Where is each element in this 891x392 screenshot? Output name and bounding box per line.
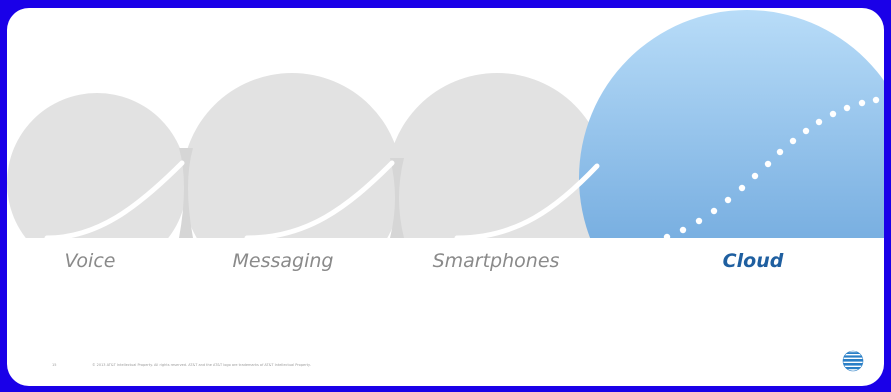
messaging-circle <box>182 73 402 238</box>
stage-label-messaging: Messaging <box>232 250 334 272</box>
voice-swoosh <box>44 160 185 238</box>
page-number: 15 <box>52 363 57 367</box>
smartphones-circle <box>387 73 607 238</box>
evolution-graphic <box>7 10 884 238</box>
att-globe-icon <box>842 350 864 372</box>
stage-label-smartphones: Smartphones <box>432 250 560 272</box>
smartphones-swoosh <box>454 163 600 238</box>
overlap-shade <box>390 158 404 238</box>
overlap-shade <box>179 148 193 238</box>
copyright-notice: © 2013 AT&T Intellectual Property. All r… <box>92 363 311 367</box>
cloud-circle <box>579 10 884 238</box>
messaging-swoosh <box>244 160 395 238</box>
slide: Voice Messaging Smartphones Cloud 15 © 2… <box>7 8 884 386</box>
cloud-dotted-path <box>663 96 880 238</box>
stage-label-cloud: Cloud <box>722 250 784 272</box>
stage-label-voice: Voice <box>64 250 116 272</box>
